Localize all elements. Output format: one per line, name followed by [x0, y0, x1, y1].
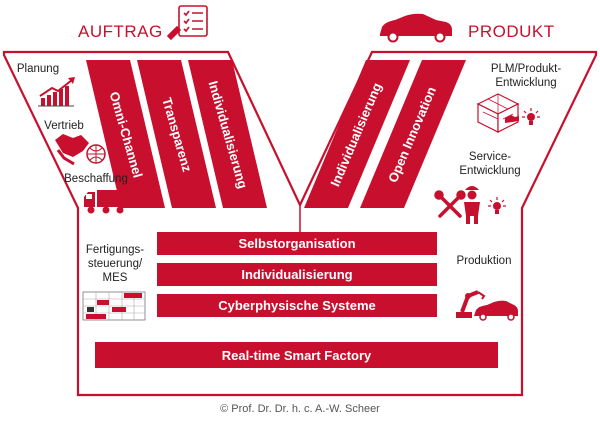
cube-3d-icon: [476, 93, 520, 133]
header-auftrag: AUFTRAG: [78, 22, 163, 41]
label-plm-line2: Entwicklung: [495, 77, 557, 89]
bar-cyberphysische-systeme: Cyberphysische Systeme: [157, 294, 437, 317]
stripe-individualisierung-left: [188, 60, 267, 208]
label-plm-line1: PLM/Produkt-: [490, 63, 562, 75]
label-service-line2: Entwicklung: [459, 165, 521, 177]
bar-realtime-smart-factory: Real-time Smart Factory: [95, 342, 498, 368]
label-plm: PLM/Produkt- Entwicklung: [476, 62, 576, 90]
header-produkt: PRODUKT: [468, 22, 555, 41]
rising-chart-icon: [38, 77, 75, 107]
schedule-table-icon: [82, 291, 146, 321]
lightbulb-icon-plm: [522, 108, 540, 125]
label-planung: Planung: [16, 63, 60, 75]
stripe-omni-channel: [86, 60, 165, 208]
stripe-open-innovation: [360, 60, 466, 208]
label-produktion: Produktion: [456, 255, 512, 267]
stripe-transparenz: [137, 60, 216, 208]
label-fertigung-line2: steuerung/: [87, 258, 143, 270]
copyright: © Prof. Dr. Dr. h. c. A.-W. Scheer: [220, 403, 380, 415]
tools-icon: [434, 190, 466, 218]
label-fertigung-line3: MES: [102, 272, 128, 284]
label-service-line1: Service-: [468, 151, 512, 163]
robot-car-icon: [456, 290, 518, 321]
bar-selbstorganisation: Selbstorganisation: [157, 232, 437, 255]
label-beschaffung: Beschaffung: [64, 173, 128, 185]
clipboard-checklist-icon: [166, 5, 208, 41]
truck-icon: [84, 190, 127, 214]
label-fertigungssteuerung: Fertigungs- steuerung/ MES: [80, 243, 150, 285]
stripe-individualisierung-right: [304, 60, 410, 208]
car-icon: [380, 13, 452, 43]
handshake-globe-icon: [55, 134, 106, 166]
label-fertigung-line1: Fertigungs-: [85, 244, 145, 256]
lightbulb-icon-service: [488, 197, 506, 214]
worker-icon: [464, 186, 480, 224]
bar-individualisierung: Individualisierung: [157, 263, 437, 286]
v-frame: [2, 50, 598, 397]
label-service: Service- Entwicklung: [450, 150, 530, 178]
label-vertrieb: Vertrieb: [44, 120, 84, 132]
